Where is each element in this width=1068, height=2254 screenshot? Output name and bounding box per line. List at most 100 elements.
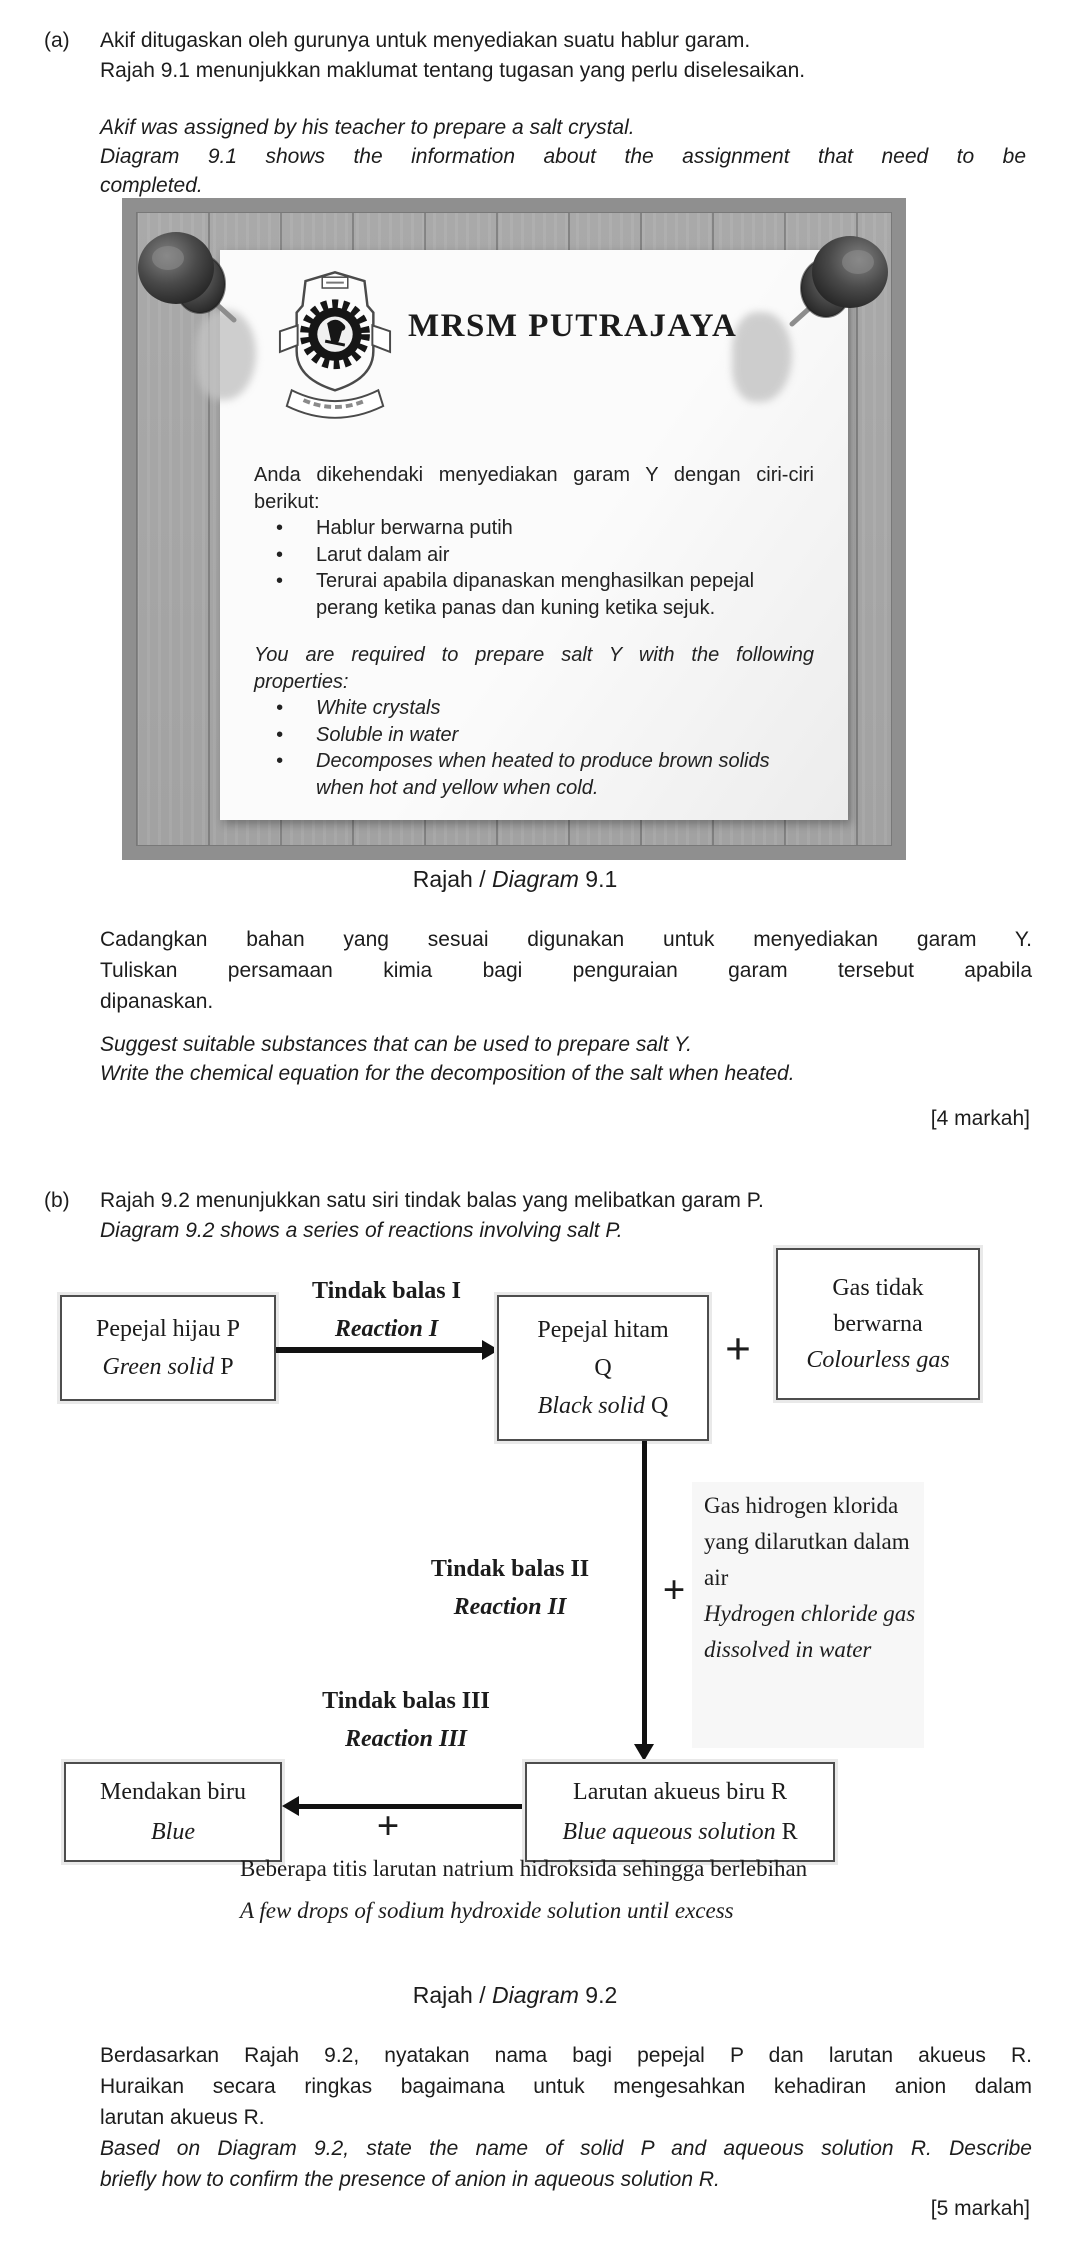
caption-text: Diagram bbox=[491, 1982, 579, 2008]
reaction-2-label: Tindak balas II Reaction II bbox=[400, 1550, 620, 1626]
text-line: Tindak balas I bbox=[312, 1278, 461, 1304]
part-b-english-text: Diagram 9.2 shows a series of reactions … bbox=[100, 1219, 623, 1242]
text-line: Gas hidrogen klorida yang dilarutkan dal… bbox=[704, 1493, 910, 1590]
text-line: Akif was assigned by his teacher to prep… bbox=[100, 116, 635, 139]
diagram-9-1-caption: Rajah / Diagram 9.1 bbox=[0, 866, 1030, 893]
text-line: Pepejal hitam bbox=[537, 1317, 669, 1343]
text-line: Reaction I bbox=[334, 1316, 439, 1342]
text-line: Q bbox=[594, 1355, 612, 1381]
plus-sign: + bbox=[724, 1323, 752, 1374]
part-b-question-english: Based on Diagram 9.2, state the name of … bbox=[100, 2133, 1032, 2195]
text-line: Blue aqueous solution R bbox=[562, 1812, 797, 1852]
caption-text: Rajah / bbox=[412, 866, 492, 892]
arrow-head bbox=[282, 1796, 299, 1816]
notice-bullets-english: White crystals Soluble in water Decompos… bbox=[254, 695, 814, 801]
text-line: properties: bbox=[254, 670, 349, 693]
list-item: Soluble in water bbox=[254, 722, 814, 749]
box-green-solid-p: Pepejal hijau P Green solid P bbox=[60, 1295, 276, 1401]
text-line: Reaction III bbox=[344, 1726, 467, 1752]
part-b-question-malay: Berdasarkan Rajah 9.2, nyatakan nama bag… bbox=[100, 2040, 1032, 2133]
notice-board-image: MRSM PUTRAJAYA Anda dikehendaki menyedia… bbox=[122, 198, 906, 860]
pushpin-icon bbox=[138, 232, 237, 323]
text-line: dipanaskan. bbox=[100, 990, 214, 1013]
reaction-1-arrow bbox=[276, 1347, 486, 1353]
part-a-question-english: Suggest suitable substances that can be … bbox=[100, 1030, 1032, 1088]
part-b-malay-text: Rajah 9.2 menunjukkan satu siri tindak b… bbox=[100, 1189, 764, 1212]
text-line: Tuliskan persamaan kimia bagi penguraian… bbox=[100, 959, 1032, 982]
text-line: briefly how to confirm the presence of a… bbox=[100, 2168, 720, 2191]
school-name: MRSM PUTRAJAYA bbox=[408, 308, 738, 344]
text-line: berikut: bbox=[254, 490, 320, 513]
plus-sign: + bbox=[662, 1567, 686, 1612]
text-line: Gas tidak berwarna bbox=[832, 1275, 924, 1337]
text-line: Huraikan secara ringkas bagaimana untuk … bbox=[100, 2075, 1032, 2098]
caption-text: Rajah / bbox=[412, 1982, 492, 2008]
text-line: Anda dikehendaki menyediakan garam Y den… bbox=[254, 464, 814, 486]
list-item: Hablur berwarna putih bbox=[254, 515, 814, 542]
reaction-1-label: Tindak balas I Reaction I bbox=[276, 1272, 497, 1348]
part-a-malay-text: Akif ditugaskan oleh gurunya untuk menye… bbox=[100, 26, 1032, 85]
plus-sign: + bbox=[376, 1803, 400, 1848]
text-line: Colourless gas bbox=[806, 1347, 950, 1373]
text-line: Tindak balas II bbox=[430, 1556, 590, 1582]
arrow-head bbox=[482, 1340, 499, 1360]
text-line: Suggest suitable substances that can be … bbox=[100, 1033, 692, 1056]
list-item: White crystals bbox=[254, 695, 814, 722]
text-line: Akif ditugaskan oleh gurunya untuk menye… bbox=[100, 29, 751, 52]
school-logo bbox=[278, 271, 392, 419]
list-item: Larut dalam air bbox=[254, 542, 814, 569]
text-line: Tindak balas III bbox=[322, 1688, 490, 1714]
text-line: Blue bbox=[151, 1819, 195, 1845]
text-line: Larutan akueus biru R bbox=[573, 1779, 787, 1805]
text-line: Cadangkan bahan yang sesuai digunakan un… bbox=[100, 928, 1032, 951]
text-span: Green solid bbox=[102, 1354, 215, 1380]
text-span: Blue aqueous solution bbox=[562, 1819, 776, 1845]
text-line: Pepejal hijau P bbox=[96, 1316, 240, 1342]
part-b-label: (b) bbox=[44, 1189, 70, 1212]
text-span: Black solid bbox=[537, 1393, 645, 1419]
text-line: Black solid Q bbox=[538, 1387, 669, 1425]
text-line: Beberapa titis larutan natrium hidroksid… bbox=[240, 1856, 808, 1881]
text-span: R bbox=[781, 1819, 798, 1845]
pushpin-icon bbox=[789, 236, 888, 327]
list-item: Decomposes when heated to produce brown … bbox=[254, 748, 814, 801]
hcl-gas-text: Gas hidrogen klorida yang dilarutkan dal… bbox=[692, 1482, 924, 1748]
text-line: Green solid P bbox=[102, 1348, 233, 1386]
text-span: Q bbox=[650, 1393, 669, 1419]
part-a-question-malay: Cadangkan bahan yang sesuai digunakan un… bbox=[100, 924, 1032, 1017]
box-colourless-gas: Gas tidak berwarna Colourless gas bbox=[776, 1248, 980, 1400]
text-line: Diagram 9.1 shows the information about … bbox=[100, 145, 1026, 168]
caption-text: 9.2 bbox=[578, 1982, 618, 2008]
part-a-marks: [4 markah] bbox=[930, 1107, 1030, 1130]
pushpin-shadow bbox=[196, 310, 256, 400]
text-line: larutan akueus R. bbox=[100, 2106, 265, 2129]
diagram-9-2-caption: Rajah / Diagram 9.2 bbox=[0, 1982, 1030, 2009]
text-line: Write the chemical equation for the deco… bbox=[100, 1062, 795, 1085]
part-a-english-text: Akif was assigned by his teacher to prep… bbox=[100, 113, 1026, 200]
box-blue-aqueous-solution-r: Larutan akueus biru R Blue aqueous solut… bbox=[525, 1762, 835, 1862]
list-item: Terurai apabila dipanaskan menghasilkan … bbox=[254, 568, 814, 621]
naoh-note: Beberapa titis larutan natrium hidroksid… bbox=[240, 1848, 820, 1932]
arrow-head bbox=[634, 1744, 654, 1761]
text-span: P bbox=[220, 1354, 234, 1380]
box-blue-precipitate: Mendakan biru Blue bbox=[64, 1762, 282, 1862]
text-line: completed. bbox=[100, 174, 203, 197]
text-line: Mendakan biru bbox=[100, 1779, 246, 1805]
notice-text: Anda dikehendaki menyediakan garam Y den… bbox=[220, 250, 848, 801]
part-b-marks: [5 markah] bbox=[930, 2197, 1030, 2220]
text-line: Rajah 9.1 menunjukkan maklumat tentang t… bbox=[100, 58, 806, 82]
caption-text: Diagram bbox=[491, 866, 579, 892]
text-line: You are required to prepare salt Y with … bbox=[254, 644, 814, 666]
part-a-label: (a) bbox=[44, 29, 70, 52]
reaction-3-label: Tindak balas III Reaction III bbox=[300, 1682, 512, 1758]
text-line: Hydrogen chloride gas dissolved in water bbox=[704, 1601, 916, 1662]
reaction-3-arrow bbox=[298, 1804, 525, 1809]
text-line: A few drops of sodium hydroxide solution… bbox=[240, 1898, 734, 1923]
text-line: Berdasarkan Rajah 9.2, nyatakan nama bag… bbox=[100, 2044, 1032, 2067]
box-black-solid-q: Pepejal hitam Q Black solid Q bbox=[497, 1295, 709, 1441]
text-line: Based on Diagram 9.2, state the name of … bbox=[100, 2137, 1032, 2160]
caption-text: 9.1 bbox=[578, 866, 618, 892]
text-line: Reaction II bbox=[453, 1594, 567, 1620]
pushpin-shadow bbox=[732, 312, 792, 402]
